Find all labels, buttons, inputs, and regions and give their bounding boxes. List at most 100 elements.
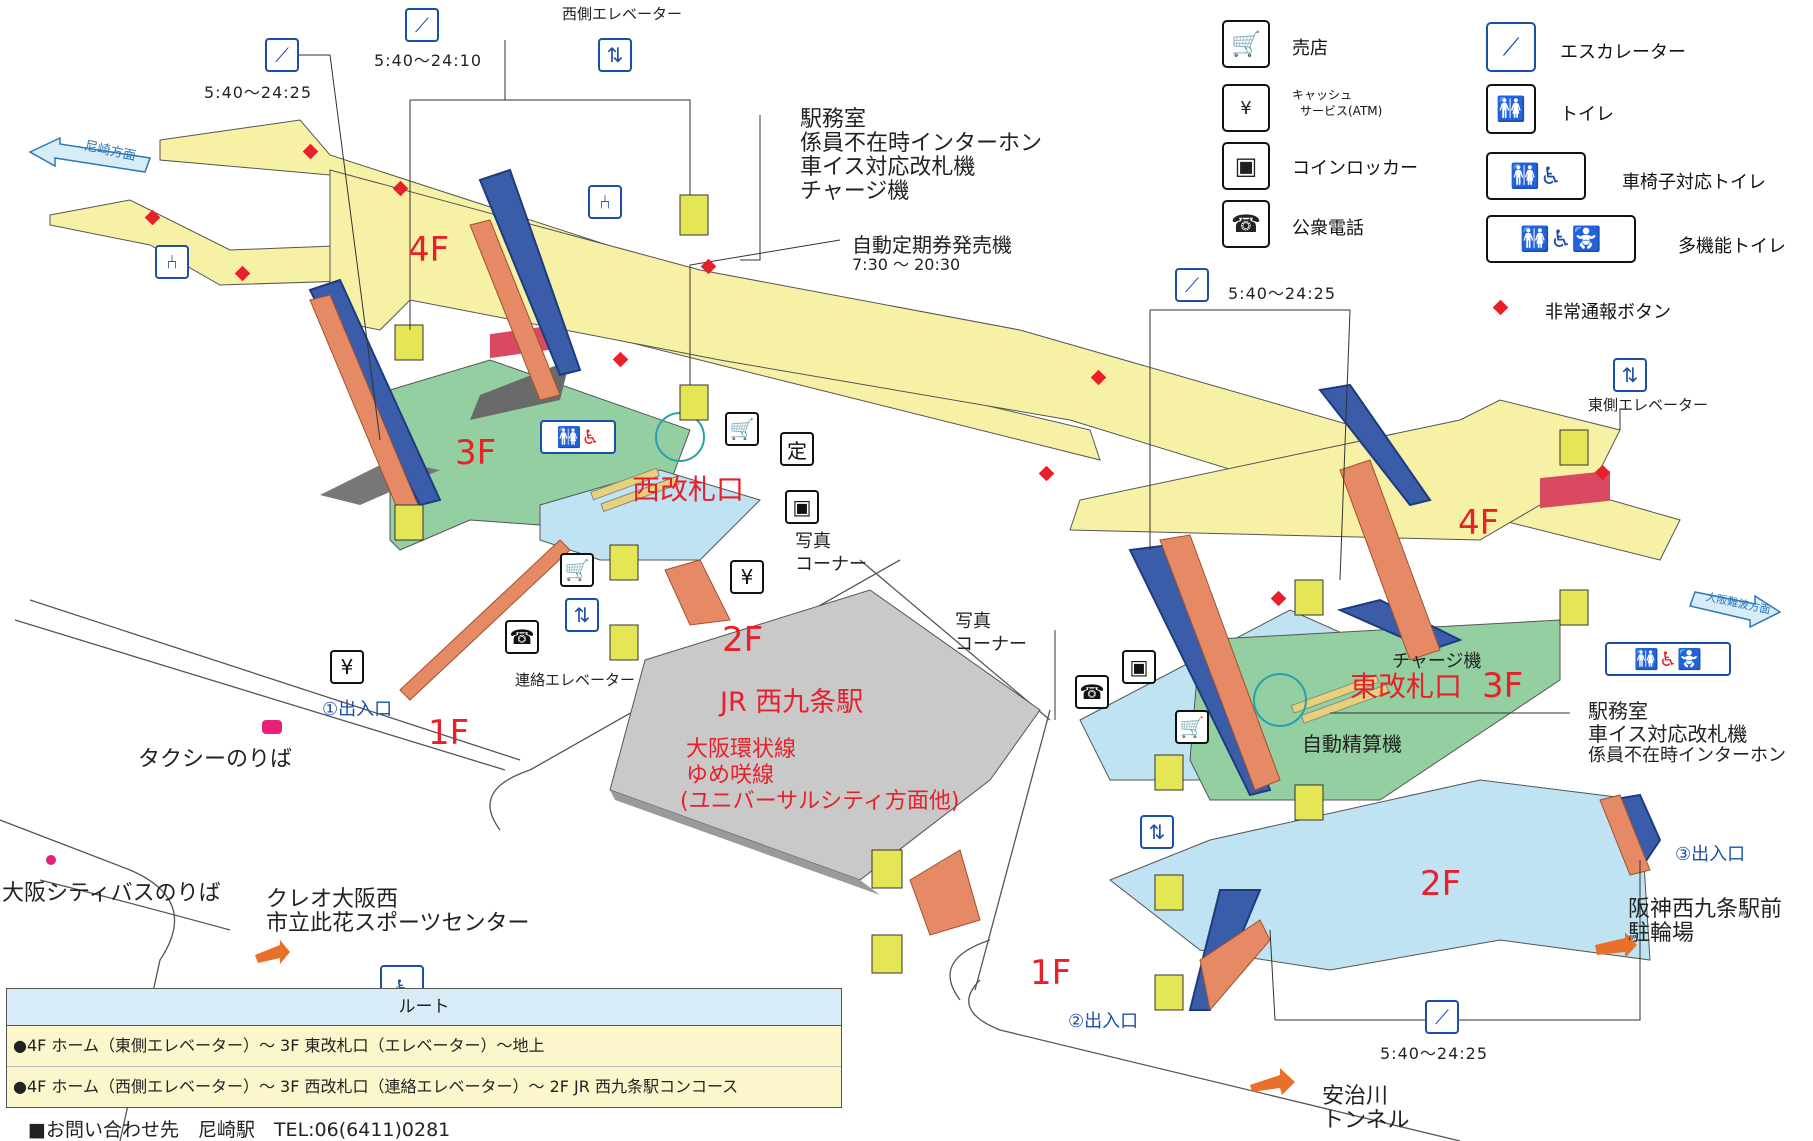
- coin-locker-icon: ▣: [1222, 142, 1270, 190]
- photo-corner-b-2: コーナー: [955, 634, 1027, 655]
- coin-locker-icon: ▣: [785, 490, 819, 524]
- elevator-icon: ⇅: [565, 598, 599, 632]
- platform-4f-main: [49, 199, 1101, 461]
- gate-marker-east: [1253, 673, 1307, 727]
- office-west-4: チャージ機: [800, 179, 910, 204]
- office-west-2: 係員不在時インターホン: [800, 131, 1043, 156]
- legend-multi-toilet: 多機能トイレ: [1678, 236, 1786, 257]
- jr-line-2: ゆめ咲線: [686, 763, 775, 788]
- creo-label-2: 市立此花スポーツセンター: [266, 911, 530, 936]
- road-lines: [0, 559, 1461, 1141]
- escalator-west-2: [478, 168, 582, 377]
- stairs-east-4: [1599, 794, 1651, 876]
- floor-4f-east: 4F: [1458, 503, 1500, 543]
- legend-emergency: 非常通報ボタン: [1545, 302, 1671, 323]
- west-elevator-label: 西側エレベーター: [562, 5, 683, 23]
- photo-corner-a-2: コーナー: [795, 554, 867, 575]
- legend-escalator: エスカレーター: [1560, 42, 1686, 63]
- office-east-3: 係員不在時インターホン: [1588, 745, 1786, 766]
- arrow-to-osakanamba: [1689, 591, 1782, 629]
- payphone-icon: ☎: [505, 620, 539, 654]
- coin-locker-icon: ▣: [1122, 650, 1156, 684]
- exit2-label[interactable]: ②出入口: [1068, 1011, 1139, 1032]
- jr-station-label: JR 西九条駅: [720, 687, 864, 718]
- exit1-label[interactable]: ①出入口: [322, 699, 393, 720]
- office-east-1: 駅務室: [1588, 699, 1648, 723]
- arrow-ajigawa: [1250, 1068, 1295, 1095]
- citybus-label: 大阪シティバスのりば: [2, 881, 221, 906]
- esc-hours-east-b: 5:40〜24:25: [1380, 1044, 1489, 1063]
- escalator-icon: ⟋: [1486, 22, 1536, 72]
- link-elevator-label: 連絡エレベーター: [515, 671, 636, 689]
- ajigawa-2: トンネル: [1322, 1108, 1410, 1133]
- shop-icon: 🛒: [560, 553, 594, 587]
- elevator-west-2: [394, 324, 424, 361]
- west-gate-label: 西改札口: [632, 473, 745, 506]
- legend-atm-1: キャッシュ: [1292, 88, 1353, 102]
- shop-icon: 🛒: [725, 412, 759, 446]
- stairs-east-3: [1199, 919, 1271, 1012]
- stairs-west-3: [399, 539, 571, 701]
- elevator-east-3: [1559, 429, 1589, 466]
- office-east-2: 車イス対応改札機: [1588, 722, 1748, 746]
- elevator-west: [679, 194, 709, 236]
- photo-corner-a-1: 写真: [795, 531, 831, 552]
- wheelchair-toilet-icon: 🚻♿: [1486, 152, 1586, 200]
- jr-line-1: 大阪環状線: [686, 737, 797, 762]
- elevator-west-4: [679, 384, 709, 421]
- elevator-link-1: [609, 544, 639, 581]
- atm-icon: ¥: [730, 560, 764, 594]
- esc-hours-west-a: 5:40〜24:25: [204, 83, 313, 102]
- stairs-east-2: [1339, 459, 1441, 661]
- toilet-icon: 🚻♿: [540, 420, 616, 454]
- ticket-gates-east: [1290, 674, 1390, 724]
- payphone-icon: ☎: [1222, 200, 1270, 248]
- ticket-machine-hours: 7:30 〜 20:30: [852, 255, 961, 274]
- commuter-pass-machine-label: 自動定期券発売機: [852, 233, 1012, 257]
- elevator-west-3: [394, 504, 424, 541]
- floor-1f-west: 1F: [428, 713, 470, 753]
- elevator-east-1: [1294, 579, 1324, 616]
- elevator-exit2-2: [1154, 874, 1184, 911]
- bench-icon: ⑃: [155, 245, 189, 279]
- multipurpose-toilet-icon: 🚻♿🚼: [1605, 642, 1731, 676]
- east-elevator-label: 東側エレベーター: [1588, 396, 1709, 414]
- esc-hours-west-b: 5:40〜24:10: [374, 51, 483, 70]
- stairs-west-4: [664, 559, 731, 626]
- esc-hours-east-a: 5:40〜24:25: [1228, 284, 1337, 303]
- direction-arrows: [28, 136, 1782, 1095]
- arrow-to-amagasaki: [28, 136, 152, 173]
- jr-line-3: (ユニバーサルシティ方面他): [680, 789, 960, 814]
- escalator-icon: ⟋: [405, 8, 439, 42]
- floor-4f-west: 4F: [408, 230, 450, 270]
- contact-line: ■お問い合わせ先 尼崎駅 TEL:06(6411)0281: [28, 1119, 451, 1141]
- exit3-label[interactable]: ③出入口: [1675, 844, 1746, 865]
- stairs: [309, 219, 1651, 1012]
- elevator-jr-1: [871, 849, 903, 889]
- office-west-3: 車イス対応改札機: [800, 155, 976, 180]
- shop-icon: 🛒: [1222, 20, 1270, 68]
- elevator-east-2: [1294, 784, 1324, 821]
- stairs-jr-1: [909, 849, 981, 936]
- hanshin-bike-2: 駐輪場: [1628, 921, 1695, 946]
- taxi-icon: [262, 720, 282, 734]
- toilet-icon: 🚻: [1486, 84, 1536, 134]
- elevator-shafts: [394, 194, 1589, 1011]
- legend-locker: コインロッカー: [1292, 158, 1418, 179]
- bench-icon: ⑃: [588, 185, 622, 219]
- commuter-pass-machine-icon: 定: [780, 432, 814, 466]
- floor-3f-east: 3F: [1482, 666, 1524, 706]
- legend-wc-toilet: 車椅子対応トイレ: [1622, 172, 1766, 193]
- route-row: ●4F ホーム（西側エレベーター）〜 3F 西改札口（連絡エレベーター）〜 2F…: [13, 1077, 739, 1096]
- taxi-label: タクシーのりば: [138, 747, 293, 772]
- elevator-icon: ⇅: [1140, 815, 1174, 849]
- elevator-east-4: [1559, 589, 1589, 626]
- escalator-icon: ⟋: [1175, 268, 1209, 302]
- elevator-jr-2: [871, 934, 903, 974]
- arrow-hanshin: [1595, 932, 1637, 958]
- floor-3f-west: 3F: [455, 433, 497, 473]
- photo-corner-b-1: 写真: [955, 611, 991, 632]
- charge-machine-label: チャージ機: [1392, 651, 1482, 672]
